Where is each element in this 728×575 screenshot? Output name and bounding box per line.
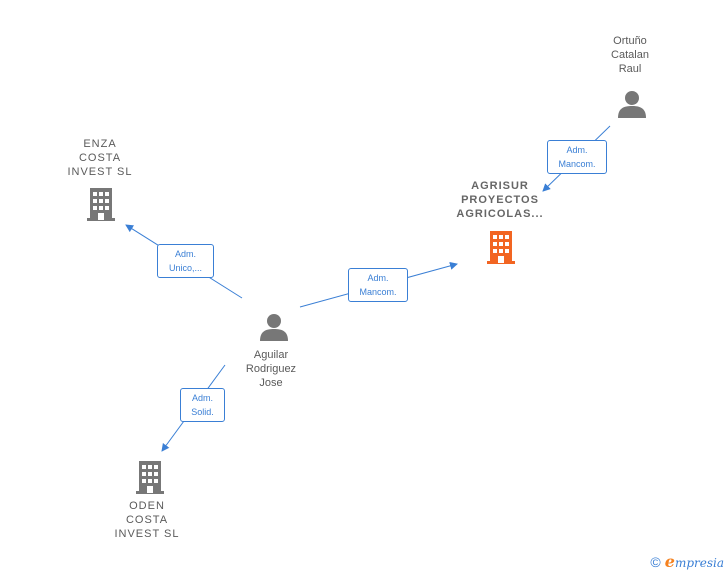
company-label-oden[interactable]: ODEN COSTA INVEST SL bbox=[114, 500, 180, 540]
main-company-building-icon[interactable] bbox=[485, 229, 517, 265]
edge-label-ortuno-agrisur[interactable]: Adm. Mancom. bbox=[547, 140, 607, 174]
building-icon[interactable] bbox=[134, 459, 166, 495]
person-label-aguilar[interactable]: Aguilar Rodriguez Jose bbox=[245, 349, 297, 389]
edge-label-aguilar-oden[interactable]: Adm. Solid. bbox=[180, 388, 225, 422]
brand-logo: empresia bbox=[665, 552, 724, 571]
building-icon[interactable] bbox=[85, 186, 117, 222]
edge-label-aguilar-enza[interactable]: Adm. Unico,... bbox=[157, 244, 214, 278]
person-icon[interactable] bbox=[258, 312, 290, 342]
footer-brand: © empresia bbox=[650, 552, 724, 571]
company-label-enza[interactable]: ENZA COSTA INVEST SL bbox=[67, 138, 133, 178]
copyright-symbol: © bbox=[650, 553, 661, 570]
brand-initial: e bbox=[664, 552, 675, 571]
person-icon[interactable] bbox=[616, 89, 648, 119]
edge-label-aguilar-agrisur[interactable]: Adm. Mancom. bbox=[348, 268, 408, 302]
brand-name: mpresia bbox=[674, 556, 724, 570]
company-label-agrisur[interactable]: AGRISUR PROYECTOS AGRICOLAS... bbox=[456, 180, 544, 220]
person-label-ortuno[interactable]: Ortuño Catalan Raul bbox=[611, 35, 649, 75]
